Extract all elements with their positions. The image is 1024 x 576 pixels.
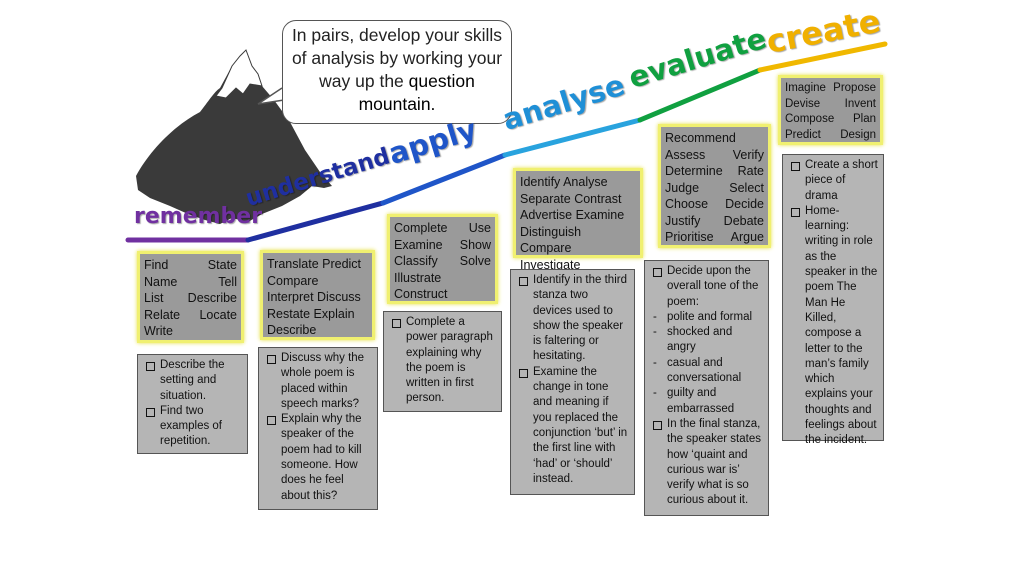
verbs-apply: Complete Use Examine Show Classify Solve… bbox=[387, 214, 498, 304]
task-box-analyse: Identify in the third stanza two devices… bbox=[510, 269, 635, 495]
task-item: Decide upon the overall tone of the poem… bbox=[648, 264, 764, 310]
mountain-icon bbox=[136, 49, 332, 224]
task-box-remember: Describe the setting and situation. Find… bbox=[137, 354, 248, 454]
tone-option: polite and formal bbox=[648, 310, 764, 326]
speech-bubble: In pairs, develop your skills of analysi… bbox=[282, 20, 512, 124]
tone-option: guilty and embarrassed bbox=[648, 386, 764, 417]
verbs-evaluate: Recommend Assess Verify Determine Rate J… bbox=[658, 124, 771, 248]
verbs-create: Imagine Propose Devise Invent Compose Pl… bbox=[778, 75, 883, 145]
stage-line-apply bbox=[380, 152, 508, 206]
task-item: Create a short piece of drama bbox=[786, 158, 879, 204]
task-box-understand: Discuss why the whole poem is placed wit… bbox=[258, 347, 378, 510]
task-box-apply: Complete a power paragraph explaining wh… bbox=[383, 311, 502, 412]
task-item: Identify in the third stanza two devices… bbox=[514, 273, 630, 365]
verbs-remember: Find State Name Tell List Describe Relat… bbox=[137, 251, 244, 343]
stage-line-understand bbox=[245, 200, 386, 243]
stage-label-remember: remember bbox=[134, 204, 263, 229]
task-item: In the final stanza, the speaker states … bbox=[648, 417, 764, 509]
tone-option: shocked and angry bbox=[648, 325, 764, 356]
tone-option: casual and conversational bbox=[648, 356, 764, 387]
task-detail: writing in role as the speaker in the po… bbox=[805, 235, 878, 447]
speech-text: In pairs, develop your skills of analysi… bbox=[291, 25, 503, 91]
stage-line-create bbox=[757, 41, 888, 73]
verbs-understand: Translate Predict Compare Interpret Disc… bbox=[260, 250, 375, 340]
stage-line-evaluate bbox=[637, 67, 763, 123]
speech-highlight: question mountain. bbox=[358, 71, 475, 114]
staircase-line bbox=[125, 41, 888, 243]
task-item: Find two examples of repetition. bbox=[141, 404, 243, 450]
task-box-evaluate: Decide upon the overall tone of the poem… bbox=[644, 260, 769, 516]
task-item: Home-learning: bbox=[786, 204, 879, 235]
task-item: Complete a power paragraph explaining wh… bbox=[387, 315, 497, 407]
task-item: Explain why the speaker of the poem had … bbox=[262, 412, 373, 504]
task-item: Discuss why the whole poem is placed wit… bbox=[262, 351, 373, 412]
stage-line-analyse bbox=[502, 117, 643, 158]
task-item: Describe the setting and situation. bbox=[141, 358, 243, 404]
verbs-analyse: Identify Analyse Separate Contrast Adver… bbox=[513, 168, 643, 272]
task-item: Examine the change in tone and meaning i… bbox=[514, 365, 630, 487]
task-box-create: Create a short piece of drama Home-learn… bbox=[782, 154, 884, 446]
